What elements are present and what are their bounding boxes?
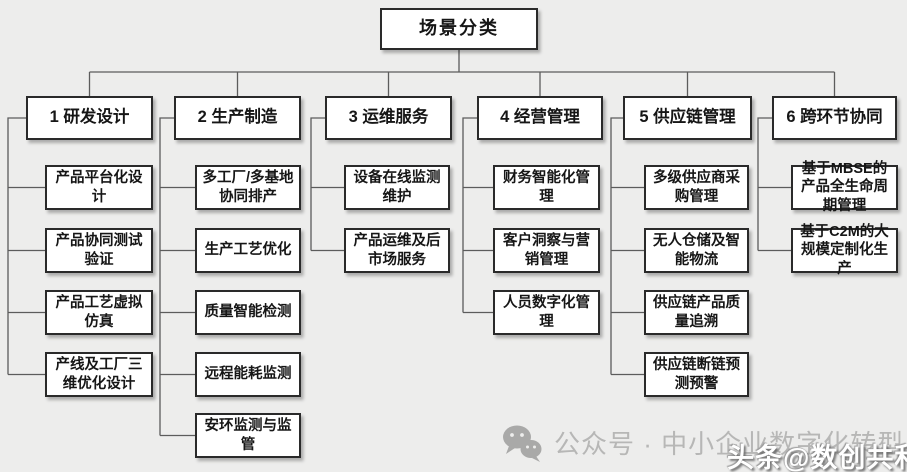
node-safety-env-monitoring: 安环监测与监管: [195, 413, 301, 458]
node-multi-factory-scheduling: 多工厂/多基地协同排产: [195, 165, 301, 210]
node-unmanned-warehouse-logistics: 无人仓储及智能物流: [644, 228, 749, 273]
category-manufacturing: 2 生产制造: [174, 96, 301, 140]
wechat-icon: [503, 425, 542, 462]
node-multi-tier-supplier-procurement: 多级供应商采购管理: [644, 165, 749, 210]
node-production-process-optimization: 生产工艺优化: [195, 228, 301, 273]
category-rd-design: 1 研发设计: [26, 96, 153, 140]
node-product-platform-design: 产品平台化设计: [45, 165, 153, 210]
category-business-mgmt: 4 经营管理: [477, 96, 603, 140]
node-equipment-online-monitoring: 设备在线监测维护: [344, 165, 450, 210]
node-financial-intelligent-mgmt: 财务智能化管理: [493, 165, 600, 210]
node-remote-energy-monitoring: 远程能耗监测: [195, 352, 301, 397]
watermark-wechat-text: 公众号 · 中小企业数字化转型: [554, 429, 905, 459]
node-supply-chain-break-warning: 供应链断链预测预警: [644, 352, 749, 397]
watermark-wechat: 公众号 · 中小企业数字化转型: [502, 422, 904, 462]
watermark-toutiao-text: 头条@数创共和: [727, 443, 907, 472]
node-c2m-mass-customization: 基于C2M的大规模定制化生产: [791, 224, 898, 277]
category-cross-link-collab: 6 跨环节协同: [772, 96, 897, 140]
node-supply-chain-quality-trace: 供应链产品质量追溯: [644, 290, 749, 335]
root-node-scene-classification: 场景分类: [380, 8, 538, 50]
node-customer-insight-marketing: 客户洞察与营销管理: [493, 228, 600, 273]
node-product-process-virtual-sim: 产品工艺虚拟仿真: [45, 290, 153, 335]
node-personnel-digital-mgmt: 人员数字化管理: [493, 290, 600, 335]
node-mbse-plm: 基于MBSE的产品全生命周期管理: [791, 161, 898, 214]
category-om-service: 3 运维服务: [325, 96, 452, 140]
node-line-factory-3d-design: 产线及工厂三维优化设计: [45, 352, 153, 397]
category-supply-chain-mgmt: 5 供应链管理: [623, 96, 752, 140]
node-product-collab-test-verify: 产品协同测试验证: [45, 228, 153, 273]
node-product-om-aftermarket: 产品运维及后市场服务: [344, 228, 450, 273]
node-quality-intelligent-inspection: 质量智能检测: [195, 290, 301, 335]
